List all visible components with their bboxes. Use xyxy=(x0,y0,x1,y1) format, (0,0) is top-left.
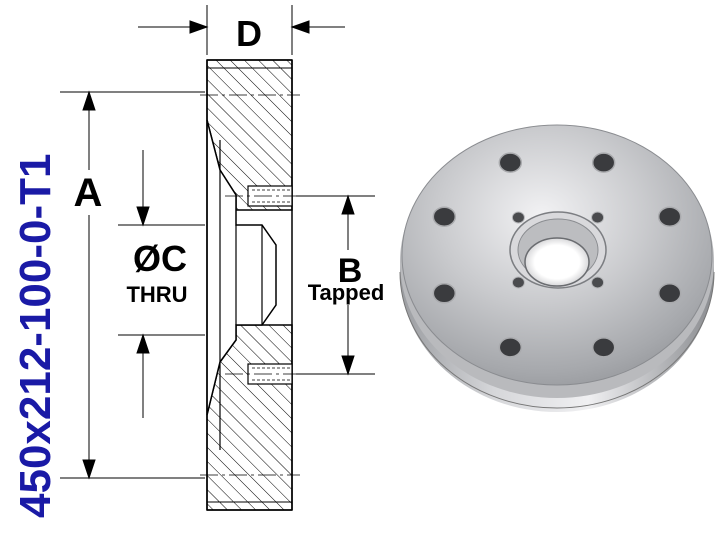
part-number: 450x212-100-0-T1 xyxy=(11,154,60,518)
bolt-hole xyxy=(657,206,682,227)
a-arrow-bottom xyxy=(82,459,96,480)
d-arrow-left xyxy=(189,20,209,34)
center-bore xyxy=(524,237,590,287)
bolt-hole xyxy=(591,337,616,358)
tapped-hole xyxy=(591,211,605,224)
b-arrow-bottom xyxy=(341,355,355,376)
bolt-hole xyxy=(591,152,616,173)
flange-render xyxy=(399,124,715,412)
d-label: D xyxy=(236,13,262,54)
c-label: ØC xyxy=(133,238,187,279)
dimensions xyxy=(60,5,375,480)
c-arrow-top xyxy=(136,206,150,227)
flange-groove xyxy=(399,271,715,409)
bolt-hole xyxy=(432,283,457,304)
a-arrow-top xyxy=(82,90,96,111)
cross-section xyxy=(200,59,300,511)
b-arrow-top xyxy=(341,194,355,215)
bolt-hole xyxy=(657,283,682,304)
bolt-hole xyxy=(498,152,523,173)
bolt-holes xyxy=(432,152,682,358)
c-note: THRU xyxy=(126,282,187,307)
tapped-hole xyxy=(511,276,525,289)
c-arrow-bottom xyxy=(136,333,150,354)
tapped-holes xyxy=(511,211,605,289)
a-label: A xyxy=(74,171,103,215)
tapped-hole xyxy=(511,211,525,224)
b-label: B xyxy=(338,252,363,290)
tapped-hole xyxy=(591,276,605,289)
bolt-hole xyxy=(432,206,457,227)
b-note: Tapped xyxy=(308,280,385,305)
d-arrow-right xyxy=(290,20,310,34)
bolt-hole xyxy=(498,337,523,358)
